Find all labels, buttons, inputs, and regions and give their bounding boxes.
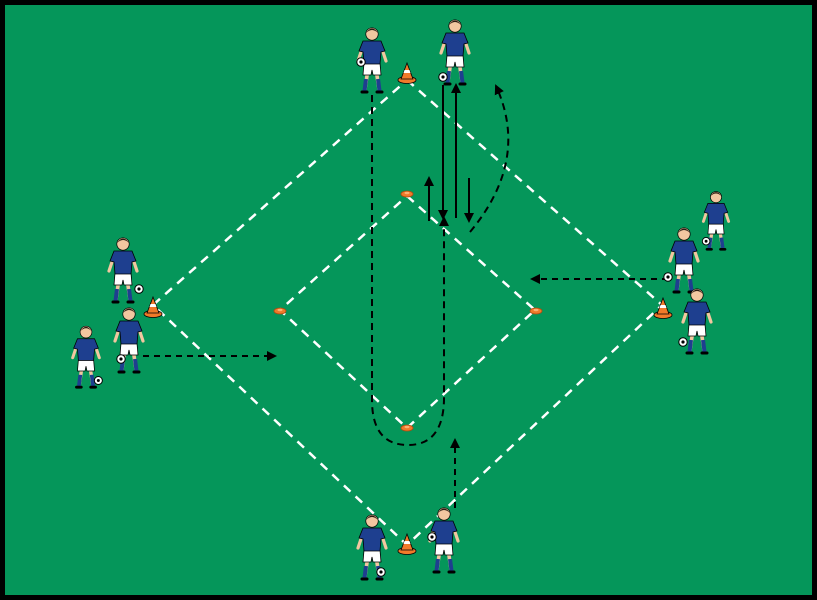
inner-square-boundary [278,194,537,430]
pitch-field [5,5,812,595]
player-right-middle [663,227,700,294]
player-right-upper [701,191,731,251]
cone-inner-bottom [400,424,414,432]
cone-inner-top [400,190,414,198]
player-bottom-left [356,514,388,581]
player-bottom-right [427,507,460,574]
cone-outer-bottom [397,532,417,555]
cone-inner-right [529,307,543,315]
cones [143,61,673,555]
player-left-upper [107,237,144,304]
players [71,19,731,581]
player-left-middle [113,307,145,374]
player-top-left [356,27,388,94]
cone-outer-right [653,296,673,319]
cone-outer-top [397,61,417,84]
cone-inner-left [273,307,287,315]
player-right-lower [678,288,713,355]
player-left-lower [71,325,103,389]
player-top-right [438,19,471,86]
movement-arrows [143,83,668,508]
cone-outer-left [143,295,163,318]
